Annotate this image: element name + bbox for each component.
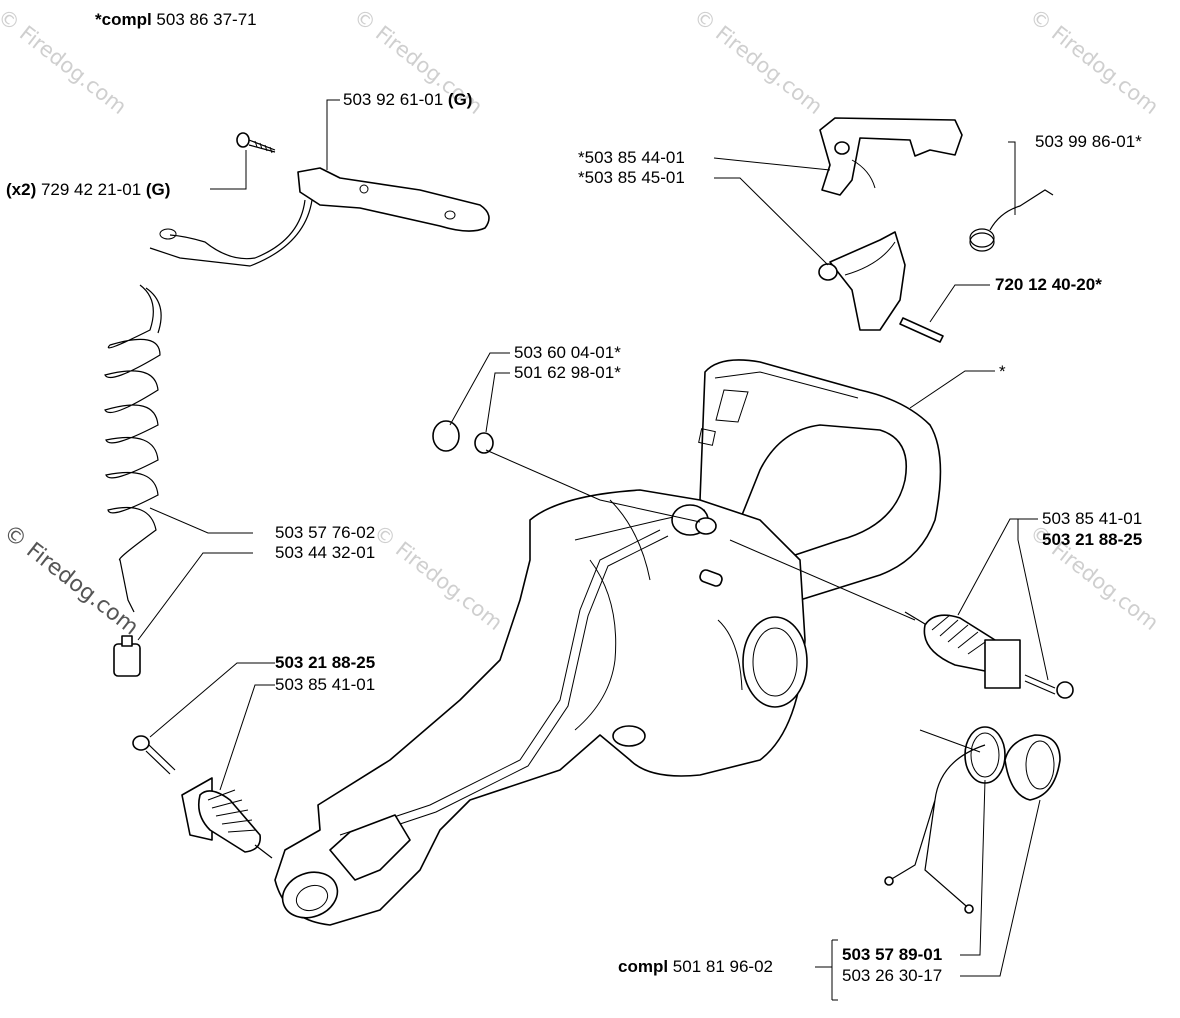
air-filter-parts bbox=[432, 420, 494, 454]
label-spring-top: 503 99 86-01* bbox=[1035, 132, 1142, 151]
label-cap-1: 503 57 89-01 bbox=[842, 945, 942, 965]
label-hose: 503 57 76-02 bbox=[275, 523, 376, 542]
throttle-trigger-part bbox=[819, 117, 963, 196]
screw-part bbox=[236, 132, 276, 154]
label-cap-compl: compl 501 81 96-02 bbox=[618, 957, 773, 977]
label-tank-star: * bbox=[999, 362, 1006, 381]
av-screw-right bbox=[1024, 674, 1074, 699]
label-av-left-1: 503 21 88-25 bbox=[275, 653, 375, 673]
label-handle-plate: 503 92 61-01 (G) bbox=[343, 90, 472, 110]
label-cap-compl-number: 501 81 96-02 bbox=[668, 957, 773, 976]
label-av-right-2-number: 503 21 88-25 bbox=[1042, 530, 1143, 549]
leader-lines bbox=[137, 99, 1049, 1001]
label-screw-qty: (x2) bbox=[6, 180, 37, 199]
av-spring-left bbox=[181, 777, 273, 859]
label-av-left-2: 503 85 41-01 bbox=[275, 675, 376, 694]
label-cap-2: 503 26 30-17 bbox=[842, 966, 943, 985]
pin-part bbox=[899, 317, 944, 343]
label-compl-bold: *compl bbox=[95, 10, 152, 29]
label-cap-1-number: 503 57 89-01 bbox=[842, 945, 943, 964]
throttle-lockout-part bbox=[818, 231, 906, 331]
label-handle-plate-suffix: (G) bbox=[447, 90, 473, 109]
label-fuel-filter: 503 44 32-01 bbox=[275, 543, 376, 562]
label-filter-1: 503 60 04-01* bbox=[514, 343, 621, 362]
label-screw-x2: (x2) 729 42 21-01 (G) bbox=[6, 180, 170, 200]
fuel-filter-part bbox=[113, 635, 141, 677]
spring-part bbox=[969, 189, 1054, 252]
label-compl-number: 503 86 37-71 bbox=[151, 10, 257, 29]
label-throttle-1: *503 85 44-01 bbox=[578, 148, 685, 167]
av-screw-left bbox=[132, 735, 176, 775]
label-handle-plate-number: 503 92 61-01 bbox=[343, 90, 448, 109]
label-screw-suffix: (G) bbox=[145, 180, 171, 199]
label-throttle-2: *503 85 45-01 bbox=[578, 168, 685, 187]
label-av-left-1-number: 503 21 88-25 bbox=[275, 653, 376, 672]
label-cap-compl-bold: compl bbox=[618, 957, 669, 976]
handle-plate-part bbox=[149, 167, 490, 267]
label-compl-top: *compl 503 86 37-71 bbox=[95, 10, 257, 30]
label-pin: 720 12 40-20* bbox=[995, 275, 1102, 295]
av-spring-right bbox=[904, 611, 1021, 689]
label-av-right-1: 503 85 41-01 bbox=[1042, 509, 1143, 528]
label-pin-number: 720 12 40-20* bbox=[995, 275, 1102, 294]
label-screw-number: 729 42 21-01 bbox=[36, 180, 146, 199]
fuel-hose-part bbox=[104, 284, 162, 613]
rear-handle-tank bbox=[274, 359, 942, 926]
fuel-cap-part bbox=[884, 726, 1061, 914]
label-av-right-2: 503 21 88-25 bbox=[1042, 530, 1142, 550]
label-filter-2: 501 62 98-01* bbox=[514, 363, 621, 382]
